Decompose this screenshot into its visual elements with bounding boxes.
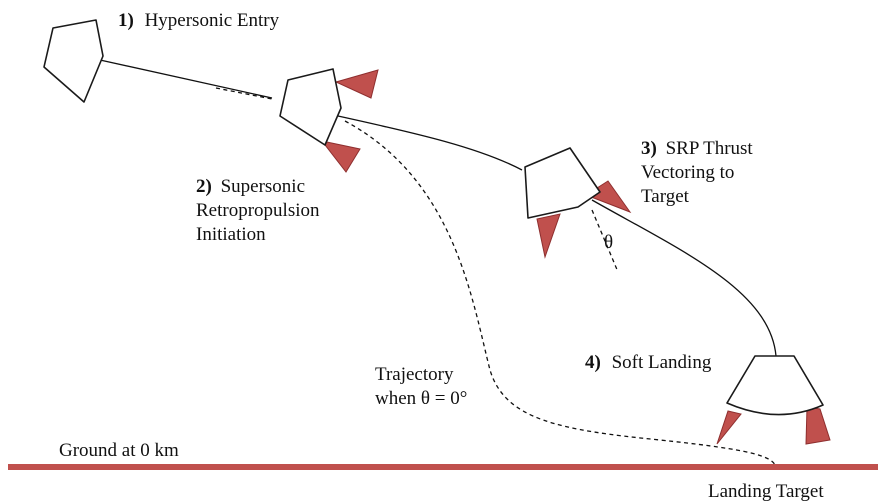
thruster-plume-right — [805, 406, 831, 445]
vehicle-body-stage-2 — [279, 68, 342, 146]
vehicle-body-stage-3 — [524, 147, 601, 219]
vehicle-thrust-vectoring — [524, 147, 632, 259]
vehicle-soft-landing — [716, 355, 831, 445]
thruster-plume-upper — [334, 69, 379, 99]
thruster-plume-lower — [536, 213, 561, 259]
reference-trajectory-label: Trajectory when θ = 0° — [375, 364, 467, 409]
stage-1-label: 1) Hypersonic Entry — [118, 10, 280, 31]
flight-trajectory — [99, 59, 777, 357]
ground-label: Ground at 0 km — [59, 440, 179, 461]
stage-3-label: 3) SRP Thrust Vectoring to Target — [641, 138, 757, 207]
stage-2-label: 2) Supersonic Retropropulsion Initiation — [196, 176, 324, 245]
vehicle-supersonic-initiation — [279, 68, 379, 173]
entry-vehicle-hypersonic — [43, 19, 104, 103]
thruster-plume-left — [716, 410, 742, 445]
thruster-plume-lower — [320, 140, 361, 173]
vehicle-body-stage-4 — [726, 355, 824, 416]
stage-4-label: 4) Soft Landing — [585, 352, 712, 373]
initial-trajectory-extension — [215, 87, 273, 100]
thrust-angle-label: θ — [604, 232, 613, 253]
thrust-axis-reference-line — [591, 209, 619, 273]
landing-target-label: Landing Target — [708, 481, 824, 502]
zero-angle-reference-trajectory — [344, 120, 776, 466]
